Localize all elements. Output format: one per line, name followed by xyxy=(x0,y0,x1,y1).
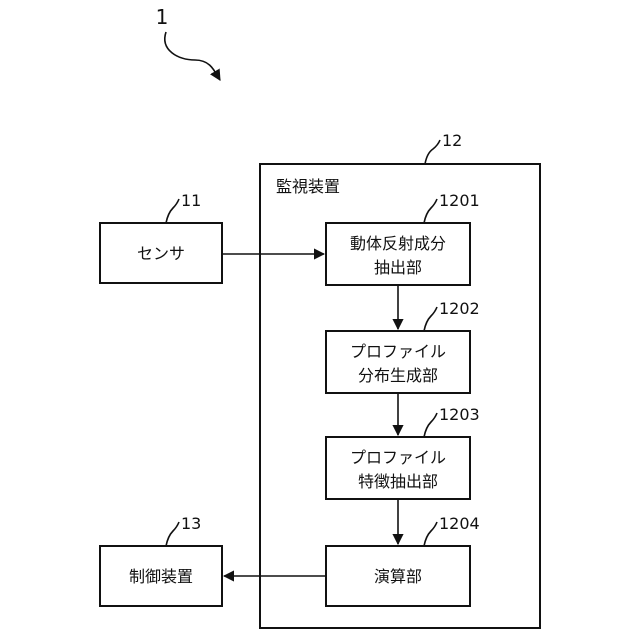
block-1203-ref: 1203 xyxy=(439,405,480,424)
block-1202-ref: 1202 xyxy=(439,299,480,318)
figure-ref-label: 1 xyxy=(156,5,169,29)
block-1203-line1: プロファイル xyxy=(350,448,446,467)
block-1203-line2: 特徴抽出部 xyxy=(358,472,438,491)
block-1202-line2: 分布生成部 xyxy=(358,366,438,385)
monitor-ref-leader xyxy=(425,140,440,164)
block-1202-line1: プロファイル xyxy=(350,342,446,361)
block-1204-line1: 演算部 xyxy=(374,567,422,586)
monitor-title: 監視装置 xyxy=(276,177,340,196)
sensor-label: センサ xyxy=(137,244,185,263)
controller-label: 制御装置 xyxy=(129,567,193,586)
block-1201-line2: 抽出部 xyxy=(374,258,422,277)
figure-leader-arrow xyxy=(165,32,220,80)
controller-ref-leader xyxy=(166,522,179,546)
sensor-ref-leader xyxy=(166,199,179,223)
monitor-ref-label: 12 xyxy=(442,131,462,150)
block-1204-ref: 1204 xyxy=(439,514,480,533)
block-1201-line1: 動体反射成分 xyxy=(350,234,446,253)
sensor-ref-label: 11 xyxy=(181,191,201,210)
block-1201-ref: 1201 xyxy=(439,191,480,210)
controller-ref-label: 13 xyxy=(181,514,201,533)
